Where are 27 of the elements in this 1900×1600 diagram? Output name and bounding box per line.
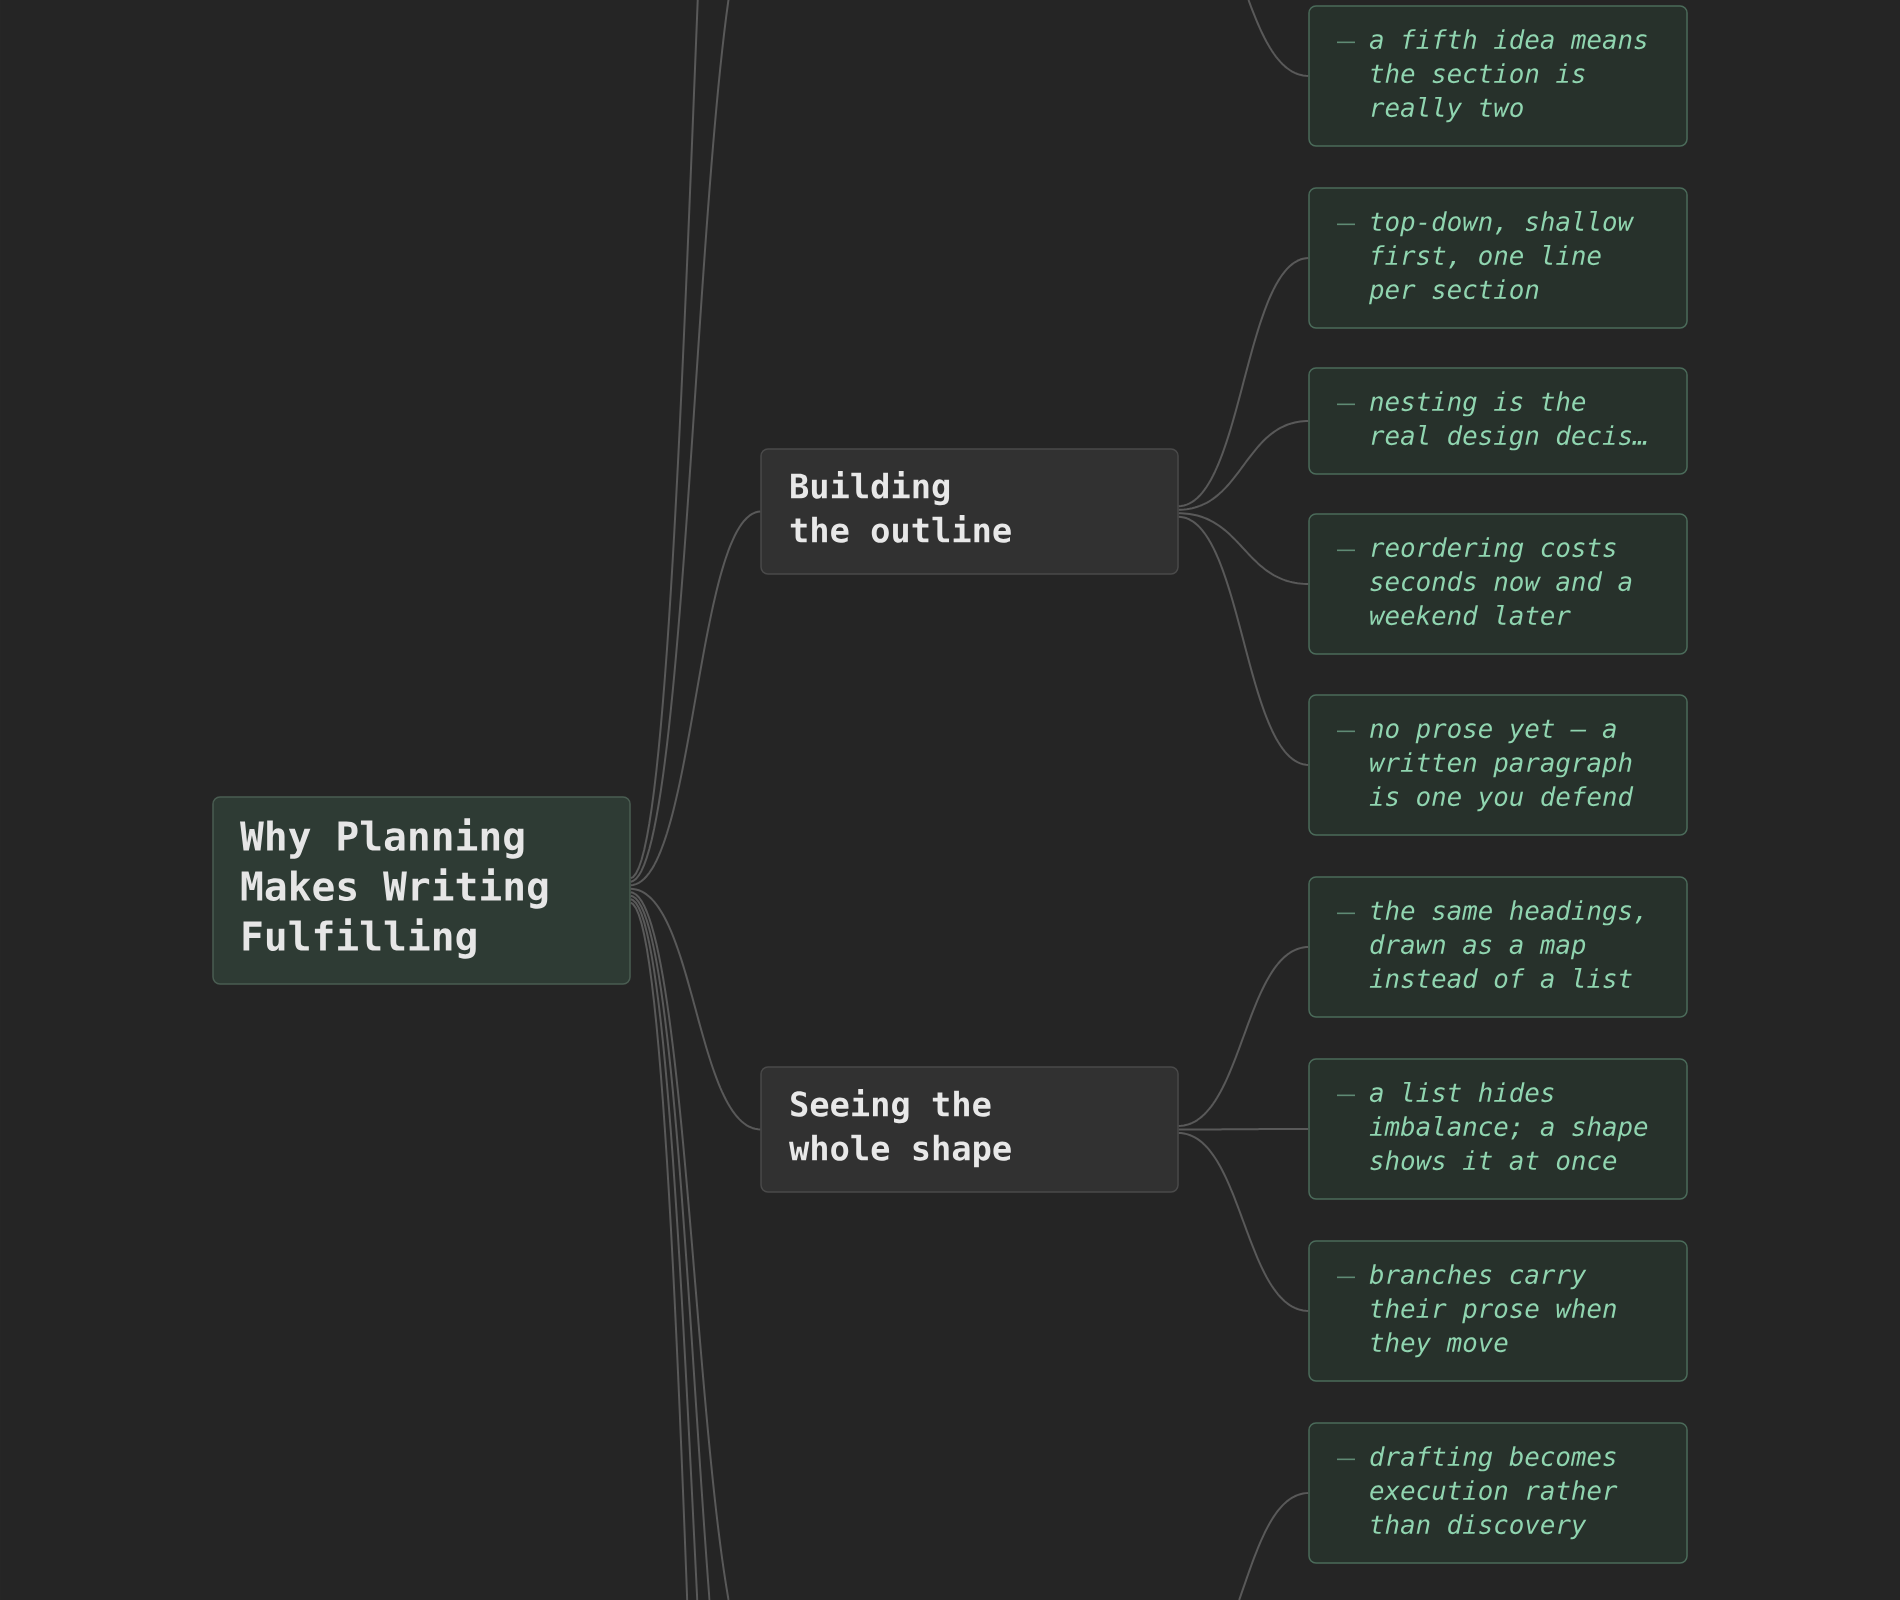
connector-line xyxy=(1177,946,1310,1127)
connector-line xyxy=(1247,0,1310,77)
branch-box: Seeing the whole shape xyxy=(760,1066,1179,1193)
note-box: no prose yet — a written paragraph is one you defend xyxy=(1308,694,1688,836)
connector-line xyxy=(629,887,762,1131)
connector-line xyxy=(1177,1128,1310,1131)
note-box: reordering costs seconds now and a weekend later xyxy=(1308,513,1688,655)
connector-line xyxy=(629,891,730,1600)
connector-line xyxy=(1177,515,1310,766)
branch-box: Building the outline xyxy=(760,448,1179,575)
connector-line xyxy=(1177,420,1310,511)
connector-line xyxy=(1177,1132,1310,1312)
note-box: branches carry their prose when they move xyxy=(1308,1240,1688,1382)
note-box: top-down, shallow first, one line per section xyxy=(1308,187,1688,329)
note-box: a list hides imbalance; a shape shows it at once xyxy=(1308,1058,1688,1200)
connector-line xyxy=(629,510,762,887)
note-box: the same headings, drawn as a map instead of a list xyxy=(1308,876,1688,1018)
connector-line xyxy=(1177,512,1310,585)
connector-line xyxy=(629,894,711,1600)
note-box: a fifth idea means the section is really two xyxy=(1308,5,1688,147)
connector-line xyxy=(629,0,699,880)
note-box: drafting becomes execution rather than discovery xyxy=(1308,1422,1688,1564)
note-box: nesting is the real design decis… xyxy=(1308,367,1688,475)
connector-line xyxy=(1177,257,1310,508)
topic-box: Why Planning Makes Writing Fulfilling xyxy=(212,796,631,985)
connector-line xyxy=(1238,1492,1310,1600)
connector-line xyxy=(629,0,730,883)
